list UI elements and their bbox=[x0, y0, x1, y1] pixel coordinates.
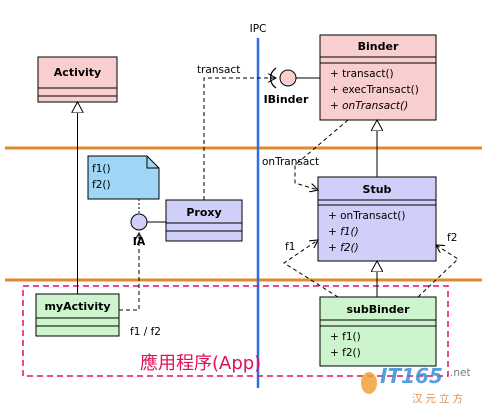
class-my-activity[interactable]: myActivity bbox=[35, 293, 120, 337]
sub-binder-member: + f1() bbox=[330, 331, 361, 343]
class-binder[interactable]: Binder + transact() + execTransact() + o… bbox=[319, 34, 437, 121]
binder-member: + transact() bbox=[330, 68, 394, 80]
watermark-logo: IT165 .net 汉元立方 bbox=[361, 364, 471, 405]
class-activity[interactable]: Activity bbox=[37, 56, 118, 103]
note-line: f1() bbox=[92, 163, 111, 175]
edge-label-f2: f2 bbox=[447, 232, 457, 244]
proxy-title: Proxy bbox=[186, 206, 221, 219]
class-sub-binder[interactable]: subBinder + f1() + f2() bbox=[319, 296, 437, 367]
edge-label-ontransact: onTransact bbox=[262, 156, 319, 168]
edge-transact bbox=[203, 78, 276, 200]
note-line: f2() bbox=[92, 179, 111, 191]
sub-binder-member: + f2() bbox=[330, 347, 361, 359]
app-boundary bbox=[22, 285, 449, 377]
watermark-chinese: 汉元立方 bbox=[412, 392, 466, 405]
sub-binder-title: subBinder bbox=[347, 303, 411, 316]
activity-title: Activity bbox=[54, 66, 101, 79]
my-activity-title: myActivity bbox=[44, 300, 110, 313]
class-stub[interactable]: Stub + onTransact() + f1() + f2() bbox=[317, 176, 437, 262]
ia-interface-icon bbox=[130, 213, 148, 231]
watermark-brand: IT165 bbox=[380, 364, 443, 388]
edge-f2 bbox=[417, 245, 459, 298]
binder-title: Binder bbox=[358, 40, 399, 53]
edge-label-f1-f2: f1 / f2 bbox=[130, 326, 161, 338]
binder-member: + execTransact() bbox=[330, 84, 419, 96]
watermark-suffix: .net bbox=[450, 367, 471, 379]
ibinder-label: IBinder bbox=[264, 93, 309, 106]
edge-label-f1: f1 bbox=[285, 241, 295, 253]
binder-member: + onTransact() bbox=[330, 100, 408, 112]
app-label: 應用程序(App) bbox=[140, 352, 261, 374]
edge-f1 bbox=[283, 240, 339, 298]
stub-member: + f2() bbox=[328, 242, 359, 254]
stub-member: + f1() bbox=[328, 226, 359, 238]
ibinder-interface-icon bbox=[279, 69, 297, 87]
note: f1() f2() bbox=[87, 155, 160, 200]
class-proxy[interactable]: Proxy bbox=[165, 199, 243, 242]
ipc-label: IPC bbox=[250, 23, 267, 35]
edge-ontransact bbox=[294, 119, 349, 190]
stub-title: Stub bbox=[363, 183, 392, 196]
stub-member: + onTransact() bbox=[328, 210, 405, 222]
edge-label-transact: transact bbox=[197, 64, 240, 76]
edge-myactivity-ia bbox=[119, 233, 139, 311]
